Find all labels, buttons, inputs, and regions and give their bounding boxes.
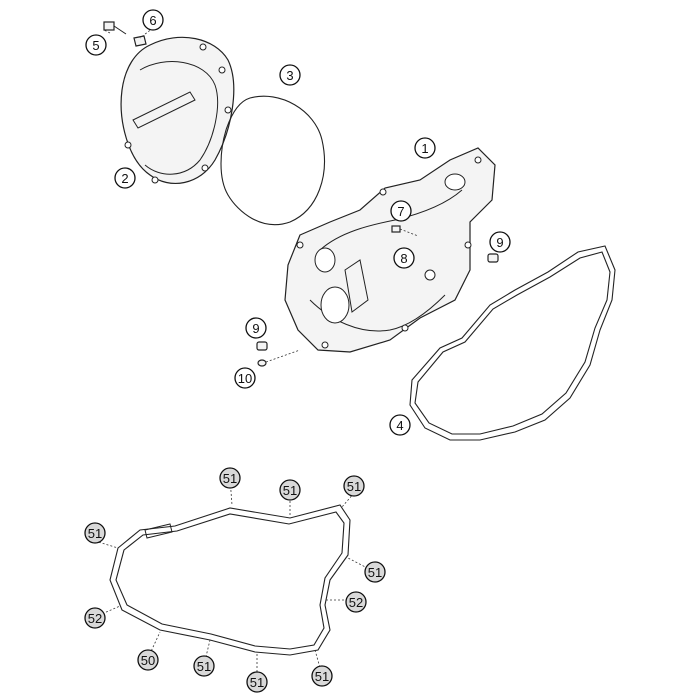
outer-cover-gasket-inner xyxy=(414,251,611,435)
callout-label: 52 xyxy=(349,595,363,610)
callout-label: 3 xyxy=(286,68,293,83)
clutch-cover-part xyxy=(120,36,235,184)
lower-gasket xyxy=(109,504,351,656)
callout-circle xyxy=(193,655,215,677)
callout-label: 51 xyxy=(88,526,102,541)
callout-label: 8 xyxy=(400,251,407,266)
callout-51: 51 xyxy=(193,655,215,677)
callout-circle xyxy=(219,467,241,489)
callout-label: 50 xyxy=(141,653,155,668)
callout-label: 51 xyxy=(368,565,382,580)
callout-label: 10 xyxy=(238,371,252,386)
callout-circle xyxy=(234,367,256,389)
callout-label: 9 xyxy=(496,235,503,250)
screw-part xyxy=(103,21,127,35)
callout-circle xyxy=(84,607,106,629)
callout-4: 4 xyxy=(389,414,411,436)
callout-label: 52 xyxy=(88,611,102,626)
callout-label: 51 xyxy=(223,471,237,486)
lower-gasket-slot xyxy=(144,523,173,539)
callout-label: 51 xyxy=(197,659,211,674)
o-ring-gasket xyxy=(220,95,325,226)
callout-51: 51 xyxy=(311,665,333,687)
callout-2: 2 xyxy=(114,167,136,189)
callout-layer: 1 2 3 4 5 6 7 8 9 9 10 51 51 51 51 51 52 52 50 51 51 51 xyxy=(84,9,511,693)
callout-1: 1 xyxy=(414,137,436,159)
callout-label: 2 xyxy=(121,171,128,186)
callout-circle xyxy=(279,64,301,86)
callout-circle xyxy=(364,561,386,583)
callout-50: 50 xyxy=(137,649,159,671)
callout-7: 7 xyxy=(390,200,412,222)
callout-label: 51 xyxy=(347,479,361,494)
callout-circle xyxy=(142,9,164,31)
washer-part xyxy=(257,349,301,367)
callout-51: 51 xyxy=(364,561,386,583)
callout-circle xyxy=(311,665,333,687)
callout-circle xyxy=(85,34,107,56)
callout-9: 9 xyxy=(245,317,267,339)
callout-circle xyxy=(345,591,367,613)
callout-circle xyxy=(390,200,412,222)
bolt-part xyxy=(391,225,419,237)
dowel-pin-right xyxy=(487,253,499,263)
callout-label: 7 xyxy=(397,204,404,219)
callout-52: 52 xyxy=(84,607,106,629)
callout-circle xyxy=(245,317,267,339)
callout-51: 51 xyxy=(246,671,268,693)
callout-51: 51 xyxy=(343,475,365,497)
callout-circle xyxy=(246,671,268,693)
callout-label: 1 xyxy=(421,141,428,156)
callout-circle xyxy=(389,414,411,436)
callout-51: 51 xyxy=(219,467,241,489)
callout-10: 10 xyxy=(234,367,256,389)
callout-label: 51 xyxy=(315,669,329,684)
callout-circle xyxy=(343,475,365,497)
callout-label: 5 xyxy=(92,38,99,53)
outer-cover-gasket xyxy=(409,245,616,441)
callout-circle xyxy=(114,167,136,189)
callout-label: 4 xyxy=(396,418,403,433)
callout-circle xyxy=(137,649,159,671)
callout-51: 51 xyxy=(84,522,106,544)
callout-3: 3 xyxy=(279,64,301,86)
callout-circle xyxy=(84,522,106,544)
lower-gasket-inner xyxy=(115,511,345,650)
callout-52: 52 xyxy=(345,591,367,613)
callout-circle xyxy=(489,231,511,253)
callout-51: 51 xyxy=(279,479,301,501)
callout-5: 5 xyxy=(85,34,107,56)
callout-circle xyxy=(393,247,415,269)
clip-part xyxy=(133,35,147,47)
callout-label: 51 xyxy=(250,675,264,690)
callout-label: 6 xyxy=(149,13,156,28)
callout-6: 6 xyxy=(142,9,164,31)
callout-8: 8 xyxy=(393,247,415,269)
housing-part xyxy=(284,147,496,353)
callout-label: 9 xyxy=(252,321,259,336)
callout-circle xyxy=(279,479,301,501)
callout-9: 9 xyxy=(489,231,511,253)
callout-circle xyxy=(414,137,436,159)
callout-label: 51 xyxy=(283,483,297,498)
dowel-pin-left xyxy=(256,341,268,351)
